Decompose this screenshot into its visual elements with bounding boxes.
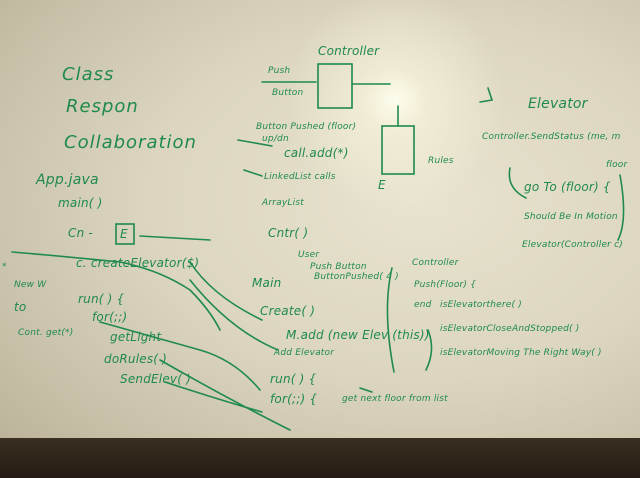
call-add: call.add(*) — [284, 146, 349, 160]
flow-arrow-2 — [189, 261, 263, 321]
elevator-right-brace — [617, 174, 625, 241]
flow-arrow-4 — [99, 321, 261, 391]
for-loop: for(;;) — [92, 310, 128, 324]
create-elevator-call: c. createElevator($) — [76, 256, 200, 270]
add-elevator-note: Add Elevator — [274, 348, 335, 358]
get-next-floor-note: get next floor from list — [342, 394, 448, 404]
flow-arrow-5 — [164, 381, 263, 413]
end-mark: end — [414, 300, 432, 310]
elevator-box — [381, 125, 415, 175]
user-label: User — [298, 250, 320, 260]
rules-label: Rules — [428, 156, 454, 166]
cn-box — [115, 223, 135, 245]
m-add-brace — [425, 329, 433, 371]
new-w-note: New W — [14, 280, 47, 290]
cn-label: Cn - — [68, 226, 93, 240]
app-java-label: App.java — [36, 172, 99, 188]
linked-list-brace — [243, 169, 263, 177]
cntr-method: Cntr( ) — [268, 226, 309, 240]
controller-left-brace — [386, 267, 395, 373]
controller-title: Controller — [318, 44, 380, 58]
button-pushed-sub: up/dn — [262, 134, 289, 144]
for-inner: for(;;) { — [270, 392, 318, 406]
controller-box — [317, 63, 353, 109]
floor-param: floor — [606, 160, 628, 170]
flow-arrow-6 — [159, 359, 291, 431]
sleep-call: Sleep(500); — [268, 446, 340, 460]
crc-class-label: Class — [62, 64, 115, 85]
cont-get-call: Cont. get(*) — [18, 328, 74, 338]
push-floor-method: Push(Floor) { — [414, 280, 477, 290]
cn-box-label: E — [120, 227, 128, 241]
do-rules-call: doRules( ) — [104, 352, 168, 366]
send-elev-call: SendElev( ) — [120, 372, 192, 386]
push-label: Push — [268, 66, 291, 76]
is-elevator-close: isElevatorCloseAndStopped( ) — [440, 324, 580, 334]
elevator-title: Elevator — [528, 96, 588, 112]
elevator-box-label: E — [378, 178, 386, 192]
should-be-moving: Should Be In Motion — [524, 212, 618, 222]
send-status-call: Controller.SendStatus (me, m — [482, 132, 621, 142]
run-arrow — [359, 387, 373, 393]
get-light-call: getLight — [110, 330, 162, 344]
button-pushed-method: Button Pushed (floor) — [256, 122, 357, 132]
go-to-method: go To (floor) { — [524, 180, 611, 194]
create-method: Create( ) — [260, 304, 316, 318]
to-note: to — [14, 300, 27, 314]
bottom-underline — [261, 445, 341, 455]
run-method: run( ) { — [78, 292, 125, 306]
crc-collaboration-label: Collaboration — [64, 132, 197, 153]
goto-curve — [508, 167, 527, 199]
controller-methods-header: Controller — [412, 258, 459, 268]
array-list-label: ArrayList — [262, 198, 304, 208]
main-short: Main — [252, 276, 282, 290]
is-elevator-moving: isElevatorMoving The Right Way( ) — [440, 348, 602, 358]
flow-arrow-1 — [11, 251, 221, 331]
run-inner: run( ) { — [270, 372, 317, 386]
button-pushed-arrow — [237, 139, 273, 147]
flow-arrow-3 — [189, 279, 279, 351]
m-add-call: M.add (new Elev (this)) — [286, 328, 430, 342]
cn-line — [139, 235, 211, 241]
elevator-bracket — [479, 87, 494, 103]
push-button-label: Push Button — [310, 262, 367, 272]
elevator-constructor: Elevator(Controller c) — [522, 240, 624, 250]
button-label: Button — [272, 88, 304, 98]
side-mark: * — [2, 262, 7, 272]
main-method: main( ) — [58, 196, 103, 210]
linked-list-calls: LinkedList calls — [264, 172, 336, 182]
crc-responsibility-label: Respon — [66, 96, 139, 117]
is-elevator-there: isElevatorthere( ) — [440, 300, 522, 310]
button-pushed-4: ButtonPushed( 4 ) — [314, 272, 399, 282]
